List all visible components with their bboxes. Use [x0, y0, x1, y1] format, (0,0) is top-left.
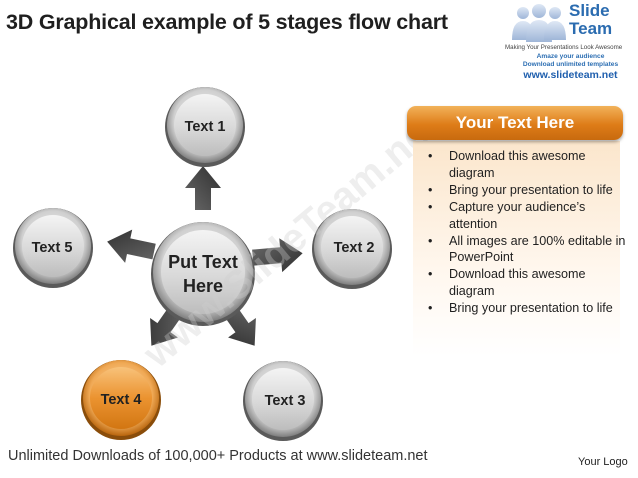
- node-text-4: Text 4: [81, 360, 161, 440]
- node-text-1-label: Text 1: [185, 119, 226, 135]
- bullet-item: Download this awesome diagram: [426, 148, 626, 182]
- logo-brand-slide: Slide: [569, 1, 610, 20]
- page-title: 3D Graphical example of 5 stages flow ch…: [6, 10, 448, 34]
- logo-tagline: Making Your Presentations Look Awesome: [505, 44, 623, 51]
- logo-brand-team: Team: [569, 19, 613, 38]
- arrow-to-text-1: [185, 166, 221, 210]
- people-logo-icon: [512, 4, 566, 42]
- bullet-item: Capture your audience’s attention: [426, 199, 626, 233]
- node-text-5: Text 5: [13, 208, 93, 288]
- node-text-2-label: Text 2: [334, 240, 375, 256]
- your-logo-placeholder: Your Logo: [578, 456, 628, 468]
- center-node-label-line2: Here: [183, 276, 223, 296]
- logo-tagline-2: Amaze your audience: [536, 53, 605, 60]
- node-text-3-label: Text 3: [265, 393, 306, 409]
- logo-url: www.slideteam.net: [523, 69, 618, 81]
- center-node: Put Text Here: [151, 222, 255, 326]
- arrow-to-text-5: [107, 229, 156, 263]
- node-text-4-label: Text 4: [101, 392, 142, 408]
- node-text-5-label: Text 5: [32, 240, 73, 256]
- logo-tagline-3: Download unlimited templates: [522, 61, 619, 68]
- footer-text: Unlimited Downloads of 100,000+ Products…: [8, 448, 428, 464]
- node-text-3: Text 3: [243, 361, 323, 441]
- text-panel-header: Your Text Here: [407, 106, 623, 140]
- arrow-to-text-2: [252, 238, 303, 273]
- bullet-item: Bring your presentation to life: [426, 300, 626, 317]
- center-node-label-line1: Put Text: [168, 252, 238, 272]
- node-text-1: Text 1: [165, 87, 245, 167]
- bullet-item: Bring your presentation to life: [426, 182, 626, 199]
- bullet-item: Download this awesome diagram: [426, 266, 626, 300]
- node-text-2: Text 2: [312, 209, 392, 289]
- bullet-item: All images are 100% editable in PowerPoi…: [426, 233, 626, 267]
- bullet-list: Download this awesome diagram Bring your…: [426, 148, 626, 317]
- slideteam-logo: Slide Team Making Your Presentations Loo…: [503, 0, 638, 88]
